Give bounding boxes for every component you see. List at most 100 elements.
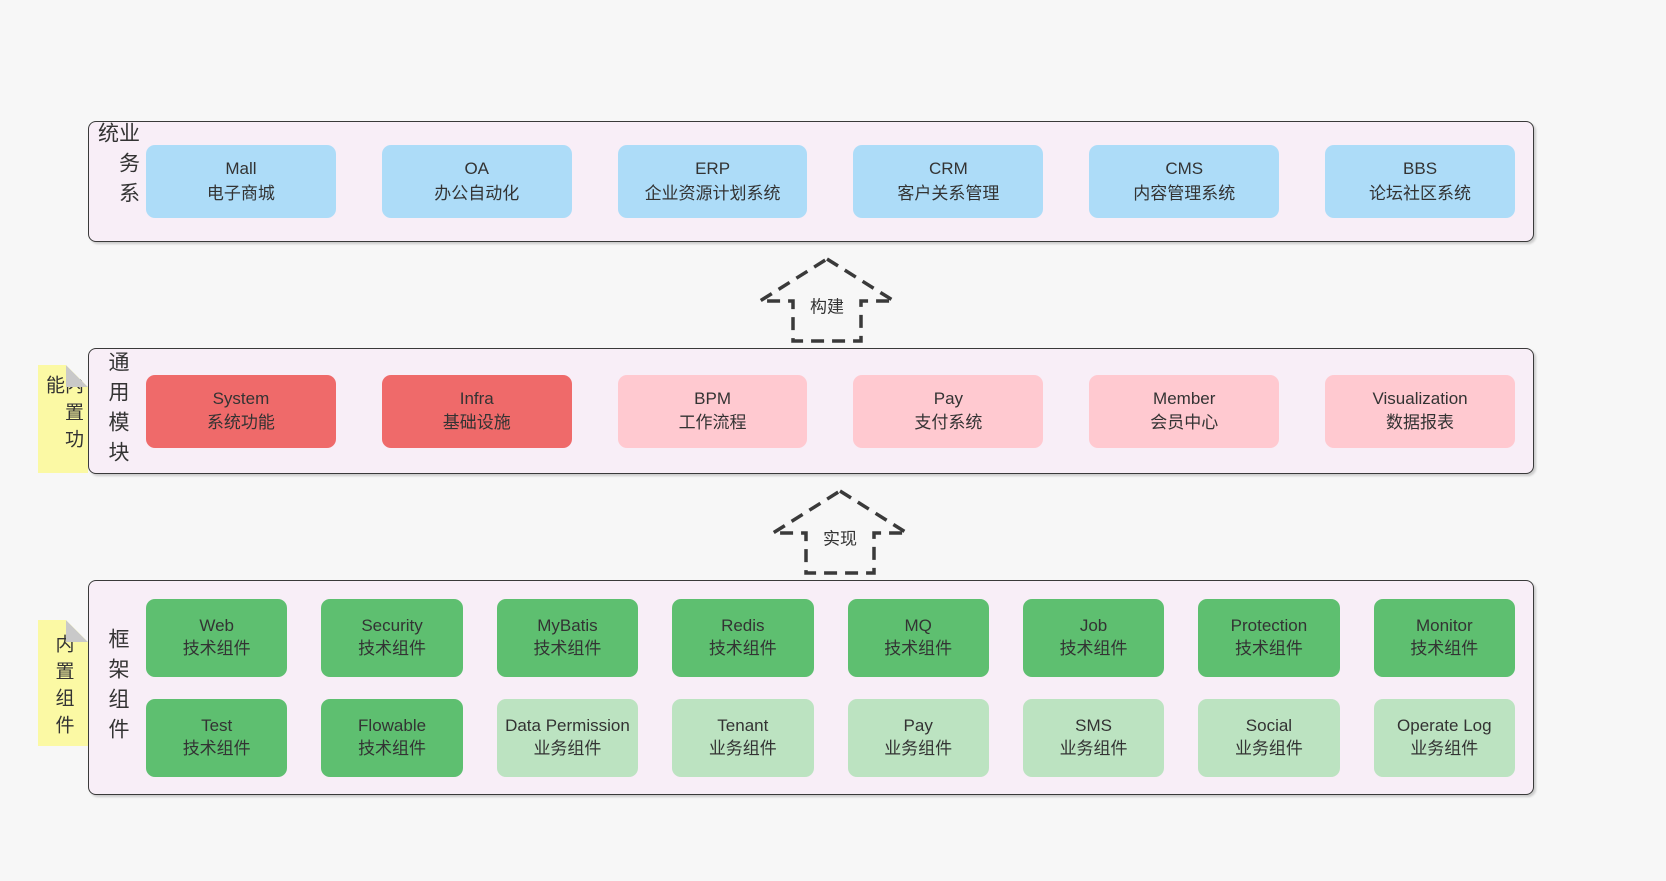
folded-corner-icon	[66, 620, 88, 642]
box-name: Redis	[721, 616, 765, 636]
build-arrow-label: 构建	[807, 291, 847, 319]
panel-side-label-components: 框架组件	[106, 627, 129, 748]
box-name: Protection	[1230, 616, 1308, 636]
box-desc: 工作流程	[678, 413, 747, 432]
box-desc: 数据报表	[1386, 413, 1455, 432]
implement-arrow: 实现	[770, 488, 910, 576]
box-desc: 技术组件	[358, 738, 427, 758]
pay-box: Pay 支付系统	[853, 374, 1044, 448]
panel-side-label-modules: 通用模块	[106, 351, 129, 471]
box-desc: 内容管理系统	[1133, 183, 1236, 203]
box-name: Social	[1245, 716, 1293, 736]
box-desc: 论坛社区系统	[1369, 183, 1472, 203]
box-name: CRM	[929, 159, 968, 179]
box-name: Tenant	[717, 716, 769, 736]
implement-arrow-label: 实现	[820, 523, 860, 551]
box-name: Member	[1153, 388, 1216, 408]
box-desc: 业务组件	[1234, 738, 1303, 758]
box-name: OA	[464, 159, 490, 179]
box-desc: 业务组件	[1059, 738, 1128, 758]
panel-side-label-business: 业务系统	[95, 122, 140, 212]
cms-box: CMS 内容管理系统	[1089, 145, 1280, 218]
box-desc: 技术组件	[1059, 638, 1128, 658]
box-desc: 业务组件	[884, 738, 953, 758]
infra-box: Infra 基础设施	[381, 374, 572, 448]
box-name: Operate Log	[1397, 716, 1492, 736]
box-desc: 技术组件	[1410, 638, 1479, 658]
box-desc: 技术组件	[533, 638, 602, 658]
box-name: Pay	[903, 716, 933, 736]
crm-box: CRM 客户关系管理	[853, 145, 1044, 218]
member-box: Member 会员中心	[1089, 374, 1280, 448]
panel-business-systems: 业务系统 Mall 电子商城 OA 办公自动化 ERP 企业资源计划系统 CRM 客户关系管理…	[88, 121, 1534, 242]
box-desc: 业务组件	[1410, 738, 1479, 758]
box-name: Data Permission	[505, 716, 630, 736]
business-box-rows: Mall 电子商城 OA 办公自动化 ERP 企业资源计划系统 CRM 客户关系管理 CMS 内容…	[146, 145, 1533, 218]
box-desc: 基础设施	[442, 413, 511, 432]
box-name: SMS	[1075, 716, 1112, 736]
folded-corner-icon	[66, 365, 88, 387]
box-name: MQ	[904, 616, 932, 636]
box-desc: 技术组件	[182, 638, 251, 658]
box-desc: 技术组件	[358, 638, 427, 658]
box-desc: 技术组件	[884, 638, 953, 658]
box-name: Mall	[225, 159, 257, 179]
box-desc: 会员中心	[1150, 413, 1219, 432]
box-desc: 技术组件	[1234, 638, 1303, 658]
dashed-up-arrow-icon	[757, 256, 897, 343]
box-desc: 系统功能	[206, 413, 275, 432]
sticky-tag-text: 内置组件	[52, 634, 74, 742]
visualization-box: Visualization 数据报表	[1325, 374, 1515, 448]
box-desc: 企业资源计划系统	[644, 183, 781, 203]
erp-box: ERP 企业资源计划系统	[617, 145, 808, 218]
box-name: Monitor	[1415, 616, 1473, 636]
box-name: ERP	[695, 159, 731, 179]
box-desc: 业务组件	[708, 738, 777, 758]
box-desc: 办公自动化	[434, 183, 520, 203]
box-name: CMS	[1165, 159, 1204, 179]
bpm-box: BPM 工作流程	[617, 374, 808, 448]
box-desc: 电子商城	[206, 183, 275, 203]
box-name: Visualization	[1372, 388, 1468, 408]
box-desc: 支付系统	[914, 413, 983, 432]
box-desc: 客户关系管理	[897, 183, 1000, 203]
box-name: Security	[361, 616, 423, 636]
box-name: Web	[199, 616, 235, 636]
box-name: Test	[201, 716, 233, 736]
box-name: Infra	[459, 388, 494, 408]
box-name: Job	[1079, 616, 1108, 636]
build-arrow: 构建	[757, 256, 897, 344]
sticky-tag-builtin-features: 内置功能	[38, 365, 88, 473]
box-name: Pay	[933, 388, 964, 408]
box-desc: 技术组件	[182, 738, 251, 758]
sticky-tag-builtin-components: 内置组件	[38, 620, 88, 746]
oa-box: OA 办公自动化	[381, 145, 572, 218]
box-name: BPM	[694, 388, 731, 408]
box-row: Mall 电子商城 OA 办公自动化 ERP 企业资源计划系统 CRM 客户关系管理 CMS 内容…	[146, 145, 1515, 218]
dashed-up-arrow-icon	[770, 488, 910, 575]
box-desc: 技术组件	[708, 638, 777, 658]
